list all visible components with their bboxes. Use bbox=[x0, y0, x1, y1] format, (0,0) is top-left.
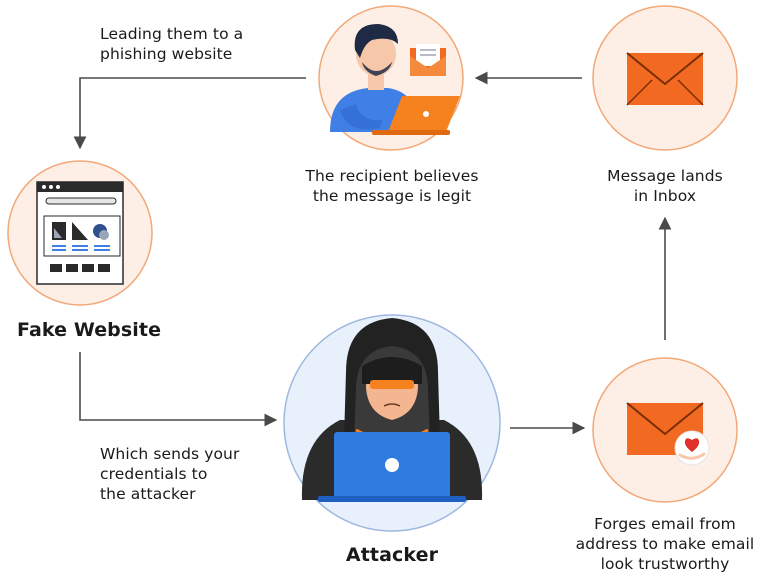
inbox-node bbox=[592, 5, 738, 151]
inbox-caption: Message lands in Inbox bbox=[607, 167, 723, 205]
attacker-caption: Attacker bbox=[345, 544, 439, 566]
fake-website-node bbox=[7, 160, 153, 306]
recipient-caption: The recipient believes the message is le… bbox=[305, 167, 479, 205]
phishing-edge-label: Leading them to a phishing website bbox=[100, 25, 244, 63]
recipient-person-icon bbox=[330, 24, 460, 135]
forged-email-node bbox=[592, 357, 738, 503]
browser-window-icon bbox=[36, 181, 124, 285]
flow-arrows bbox=[73, 71, 672, 435]
credentials-edge-label: Which sends your credentials to the atta… bbox=[100, 445, 240, 503]
envelope-with-heart-icon bbox=[626, 402, 710, 466]
arrow-recipient-to-fake-website bbox=[73, 77, 306, 150]
arrow-fake-website-to-attacker bbox=[79, 352, 278, 427]
forged-email-caption: Forges email from address to make email … bbox=[575, 515, 755, 573]
recipient-node bbox=[318, 5, 464, 151]
envelope-icon bbox=[626, 52, 704, 106]
fake-website-caption: Fake Website bbox=[17, 319, 162, 341]
hooded-hacker-icon bbox=[301, 318, 483, 502]
attacker-node bbox=[283, 314, 501, 532]
